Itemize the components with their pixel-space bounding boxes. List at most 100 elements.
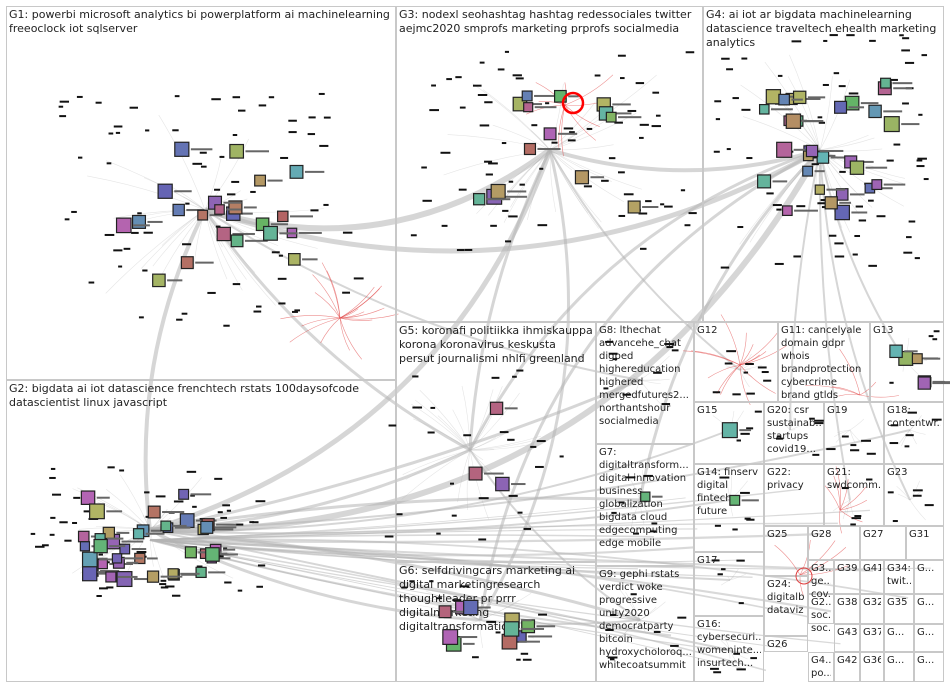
vertex (226, 509, 232, 512)
vertex (478, 538, 487, 541)
vertex (623, 193, 634, 196)
red-edge (301, 317, 341, 327)
vertex (902, 102, 909, 105)
red-edge (339, 313, 399, 320)
vertex-avatar (172, 203, 185, 217)
red-edge (799, 565, 848, 576)
group-edge (819, 149, 906, 361)
vertex (814, 422, 824, 425)
vertex (173, 500, 184, 503)
group-box-g43: G43 (834, 624, 860, 652)
vertex (440, 151, 451, 154)
intra-edge (721, 579, 731, 586)
vertex (828, 234, 837, 237)
intra-edge (846, 499, 851, 516)
vertex (258, 104, 267, 107)
vertex (41, 544, 49, 547)
intra-edge (447, 134, 551, 151)
vertex (96, 595, 102, 598)
intra-edge (639, 378, 660, 381)
vertex (607, 656, 618, 659)
vertex (490, 224, 497, 227)
intra-edge (527, 149, 551, 221)
red-edge (839, 348, 861, 396)
intra-edge (789, 417, 795, 431)
vertex (456, 249, 465, 252)
vertex-avatar (289, 164, 304, 179)
vertex (310, 209, 319, 212)
intra-edge (909, 429, 926, 435)
intra-edge (896, 486, 911, 501)
vertex-label (167, 279, 183, 282)
vertex (255, 500, 266, 503)
vertex (219, 155, 225, 158)
vertex (59, 100, 70, 103)
group-label-g16: G16: cybersecuri... womeninte... insurte… (697, 619, 761, 669)
vertex (499, 431, 509, 434)
fan-edge (149, 539, 753, 578)
intra-edge (727, 576, 731, 581)
vertex-avatar (489, 401, 504, 416)
vertex-avatar (80, 490, 96, 506)
vertex (820, 199, 827, 202)
group-label-g33: G34: twit... (887, 563, 911, 587)
vertex (137, 212, 142, 215)
group-box-g16: G16: cybersecuri... womeninte... insurte… (694, 616, 764, 682)
intra-edge (819, 137, 875, 151)
intra-edge (909, 426, 914, 431)
vertex-label (302, 258, 318, 261)
vertex (811, 163, 819, 166)
vertex-avatar (472, 193, 486, 206)
vertex (249, 521, 255, 524)
vertex (342, 231, 353, 234)
vertex (288, 119, 297, 122)
intra-edge (405, 449, 471, 480)
intra-edge (443, 618, 481, 621)
vertex (181, 312, 188, 315)
vertex-label (133, 224, 150, 227)
vertex (841, 435, 849, 438)
vertex (740, 432, 750, 435)
vertex-avatar (490, 183, 506, 200)
vertex (136, 550, 147, 553)
vertex-avatar (521, 90, 533, 102)
vertex-avatar (115, 217, 132, 234)
vertex (639, 247, 647, 250)
vertex (142, 269, 148, 272)
vertex (603, 387, 609, 390)
vertex (477, 93, 488, 96)
vertex-label (642, 206, 659, 209)
vertex (479, 124, 490, 127)
vertex (586, 127, 593, 130)
vertex (818, 121, 826, 124)
intra-edge (631, 378, 641, 381)
vertex (186, 470, 197, 473)
vertex (887, 491, 894, 494)
vertex (772, 204, 782, 207)
vertex (508, 180, 514, 183)
intra-edge (469, 428, 513, 451)
group-edge (469, 449, 641, 621)
vertex (222, 504, 231, 507)
vertex (535, 465, 544, 468)
vertex (412, 406, 423, 409)
vertex (908, 220, 916, 223)
vertex-avatar (917, 376, 931, 390)
intra-edge (549, 149, 599, 229)
intra-edge (183, 196, 206, 211)
vertex (846, 34, 855, 37)
vertex-avatar (105, 571, 117, 583)
vertex (523, 527, 532, 530)
vertex-label (858, 160, 874, 163)
vertex (200, 165, 207, 168)
vertex (680, 189, 686, 192)
vertex-label (232, 232, 255, 235)
vertex-avatar (132, 528, 145, 540)
vertex (904, 61, 915, 64)
vertex-avatar (180, 256, 194, 270)
vertex (52, 493, 62, 496)
group-box-g19: G19 (824, 402, 884, 464)
vertex-label (99, 558, 122, 561)
vertex (257, 564, 266, 567)
